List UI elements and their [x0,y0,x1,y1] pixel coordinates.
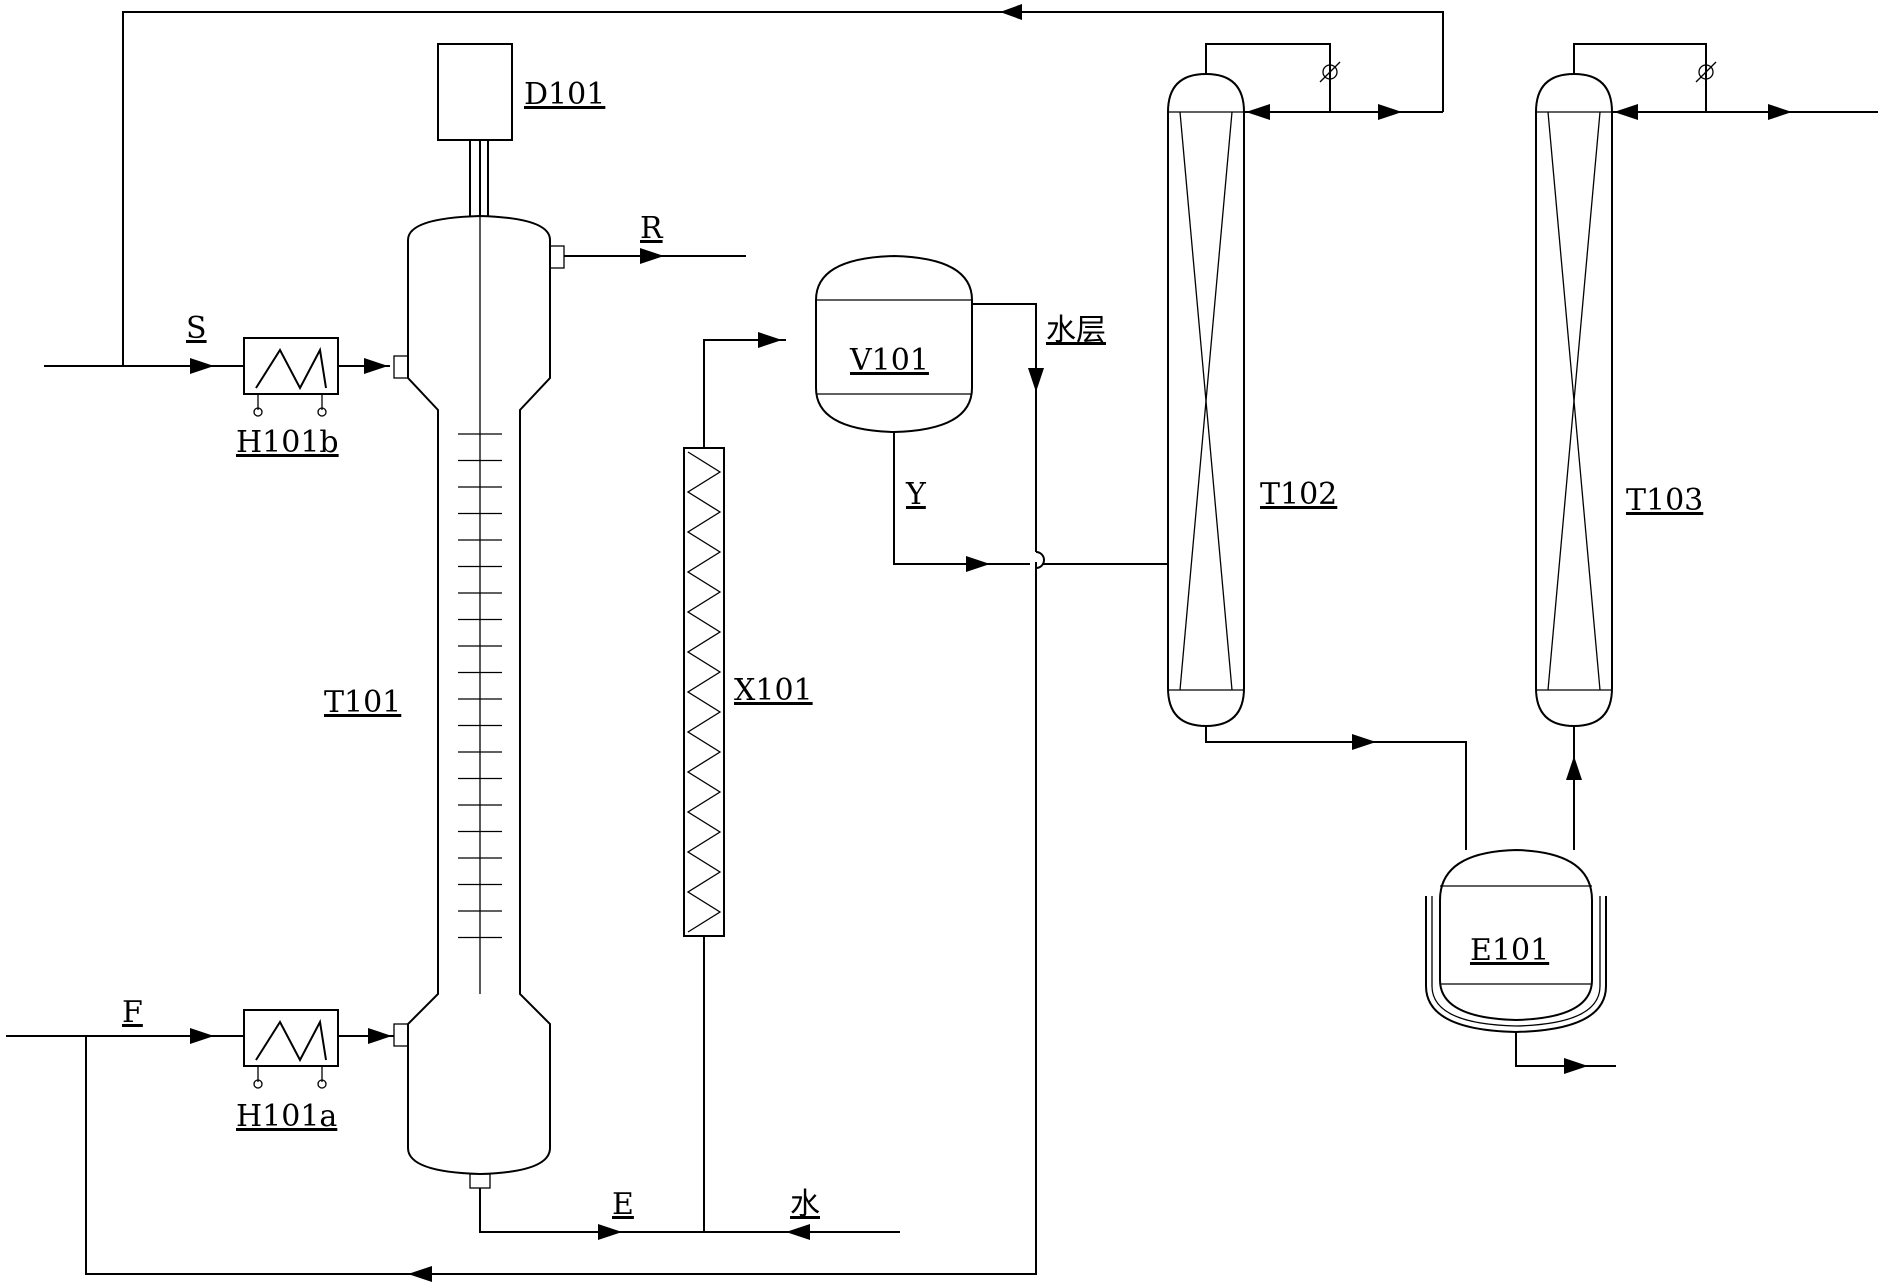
label-h101a: H101a [236,1099,337,1134]
heater-h101b [243,337,339,417]
label-x101: X101 [734,673,813,708]
column-t101-trays [458,433,502,939]
label-e101: E101 [1470,933,1549,968]
decanter-v101 [815,254,973,434]
label-h101b: H101b [236,425,339,460]
label-d101: D101 [524,77,605,112]
label-v101: V101 [849,343,929,378]
label-t103: T103 [1626,483,1703,518]
heater-h101a [243,1009,339,1089]
label-f: F [122,995,143,1030]
column-t101 [393,43,565,1189]
bottom-return-line [85,562,1037,1282]
label-t101: T101 [324,685,401,720]
top-recycle-line [122,4,1444,366]
label-s: S [186,311,207,346]
water-layer-line [972,303,1045,569]
kettle-e101 [1425,848,1616,1074]
column-t102 [1167,43,1467,850]
r-outlet-line [564,248,746,264]
label-r: R [640,211,664,246]
label-y: Y [905,477,927,512]
label-water: 水 [790,1187,820,1222]
label-water-layer: 水层 [1046,313,1106,348]
s-feed-line [44,358,390,374]
f-feed-line [6,1028,394,1044]
column-t103 [1535,43,1878,850]
label-e: E [612,1187,634,1222]
mixer-x101 [683,332,786,937]
y-organic-line [893,432,1168,572]
e-bottoms-line [479,936,900,1240]
label-t102: T102 [1260,477,1337,512]
